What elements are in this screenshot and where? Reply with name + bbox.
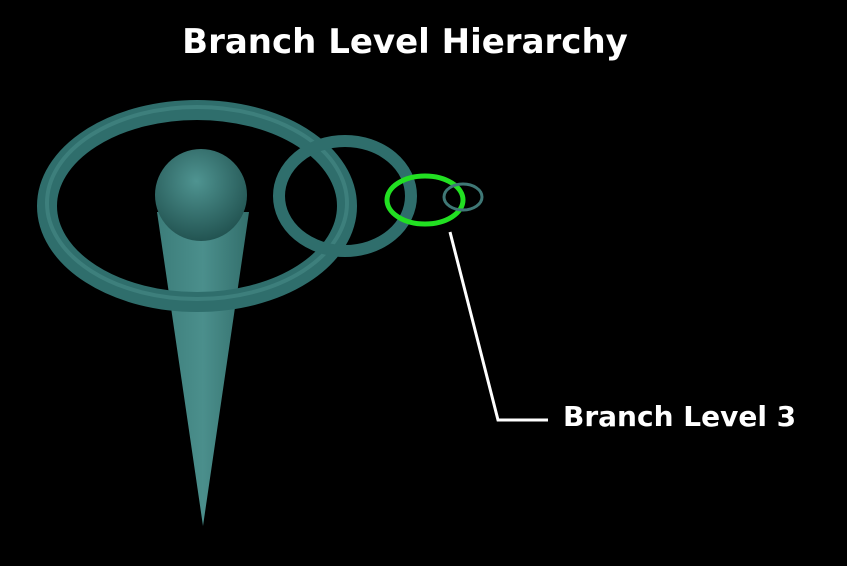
- branch-level-2-ring: [273, 135, 417, 257]
- ring-highlight: [45, 105, 349, 301]
- branch-level-4-ring: [442, 182, 484, 212]
- sphere-node: [155, 149, 247, 241]
- diagram-title: Branch Level Hierarchy: [182, 22, 628, 62]
- branch-level-3-ring: [384, 173, 466, 227]
- callout-label: Branch Level 3: [563, 400, 797, 433]
- cone-stem: [157, 212, 249, 526]
- callout-line: [448, 231, 548, 422]
